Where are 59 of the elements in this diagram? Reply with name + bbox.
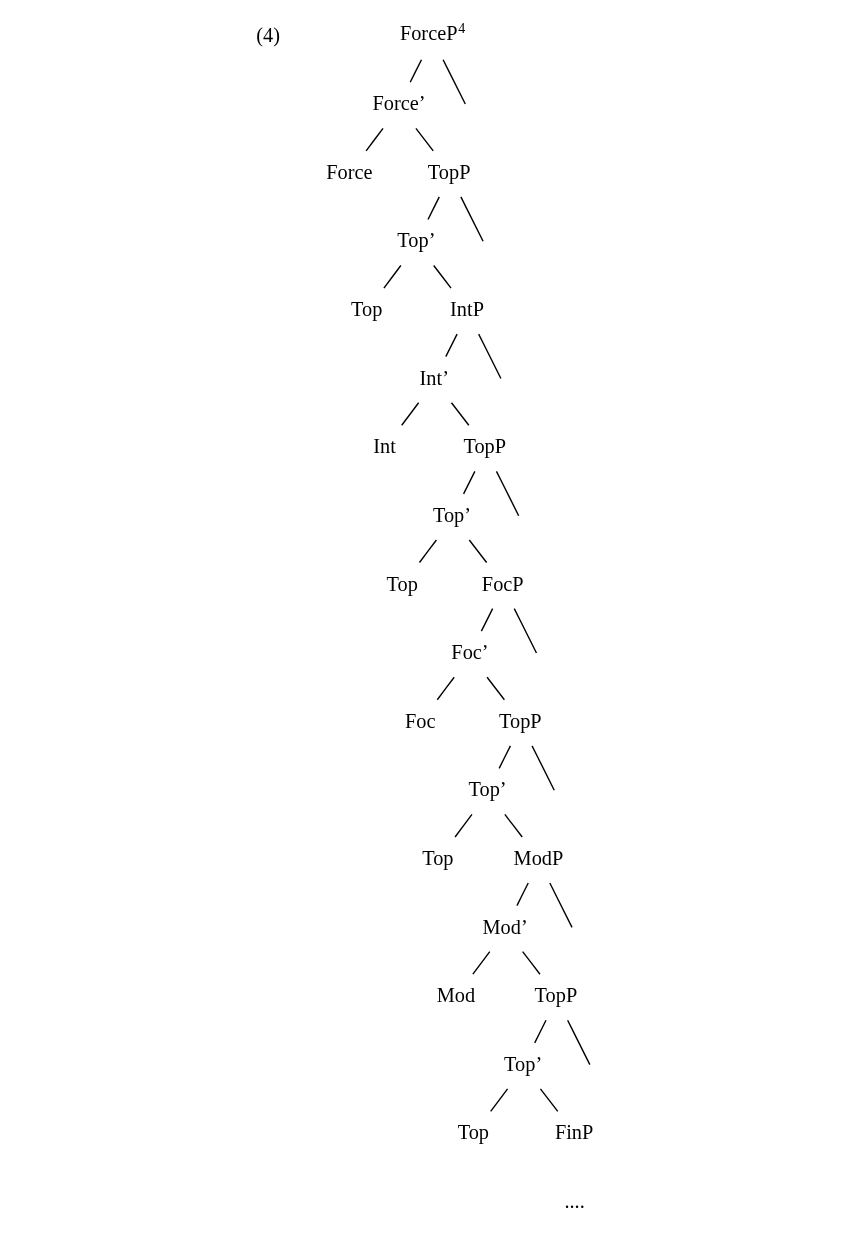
node-text: TopP (498, 709, 542, 732)
node-text: FinP (554, 1121, 593, 1144)
connector (495, 470, 519, 517)
connector (414, 127, 434, 152)
node-text: Force (325, 160, 372, 183)
connector (432, 264, 452, 289)
node-text: Top’ (468, 778, 507, 801)
connector (471, 950, 490, 975)
connector (468, 539, 487, 564)
node-text: TopP (462, 435, 506, 458)
node-text: ModP (513, 846, 563, 869)
connector (480, 607, 493, 632)
node-text: Top (386, 572, 418, 595)
node-text: Force’ (372, 92, 426, 115)
connector (364, 127, 384, 152)
connector (426, 196, 440, 221)
node-text: Foc (404, 709, 435, 732)
connector (450, 402, 469, 426)
node-text: Top (350, 298, 382, 321)
connector (459, 196, 484, 242)
connector (539, 1088, 558, 1113)
connector (418, 539, 437, 564)
connector (503, 813, 523, 838)
node-text: Int (372, 435, 396, 458)
connector (444, 333, 458, 358)
node-text: TopP (534, 984, 577, 1007)
node-text: Int’ (419, 366, 449, 389)
node-text: Top (421, 846, 453, 869)
connector (477, 333, 502, 380)
node-text: Foc’ (450, 641, 489, 664)
node-text: TopP (427, 160, 470, 183)
label: (4) (255, 23, 280, 46)
connector (462, 470, 476, 495)
node-text: FocP (481, 572, 524, 595)
label: .... (563, 1190, 585, 1213)
node-text: Top (457, 1121, 489, 1144)
connector (382, 264, 402, 289)
connector (530, 745, 555, 791)
connector (489, 1088, 508, 1113)
connector (497, 745, 511, 770)
connector (548, 882, 573, 929)
node-text: Mod’ (481, 915, 528, 938)
connector (566, 1019, 591, 1066)
node-text: ForceP$^{4}$ (399, 20, 465, 45)
connector (441, 59, 466, 105)
connector (453, 813, 473, 838)
connector (485, 676, 505, 701)
node-text: Top’ (432, 503, 471, 526)
connector (521, 950, 541, 975)
connector (533, 1019, 547, 1044)
node-text: IntP (449, 298, 484, 321)
connector (515, 882, 529, 907)
connector (436, 676, 455, 701)
connector (409, 59, 422, 83)
connector (400, 402, 419, 426)
node-text: Mod (436, 984, 475, 1007)
node-text: Top’ (503, 1052, 542, 1075)
node-text: Top’ (396, 229, 435, 252)
connector (513, 607, 537, 654)
